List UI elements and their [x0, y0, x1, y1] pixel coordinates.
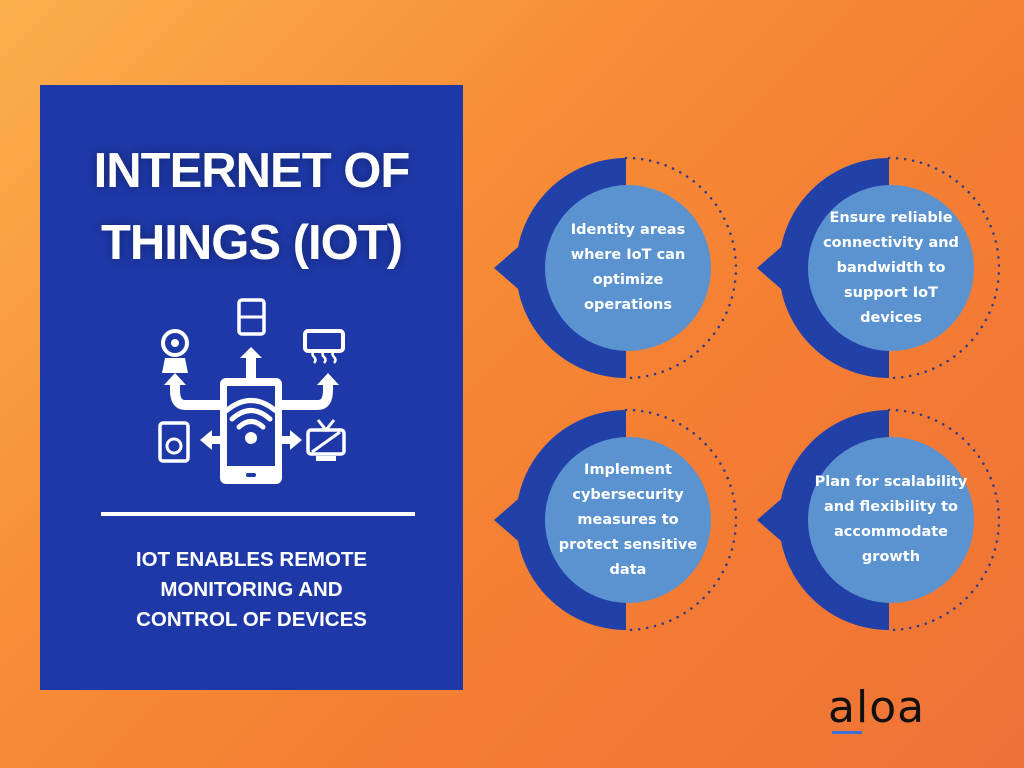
inner-circle: [808, 185, 974, 351]
divider: [101, 512, 415, 516]
subtitle-line: CONTROL OF DEVICES: [136, 608, 367, 631]
step-node-1: Identity areas where IoT can optimize op…: [492, 148, 752, 388]
title-line: THINGS (IOT): [100, 216, 403, 270]
speech-circle-shape: [757, 408, 1001, 632]
page-title: INTERNET OF THINGS (IOT): [40, 135, 463, 279]
subtitle: IOT ENABLES REMOTE MONITORING AND CONTRO…: [40, 545, 463, 635]
title-line: INTERNET OF: [93, 144, 411, 198]
step-text: Ensure reliable connectivity and bandwid…: [823, 209, 959, 326]
step-node-3: Implement cybersecurity measures to prot…: [492, 400, 752, 640]
subtitle-line: IOT ENABLES REMOTE: [135, 548, 368, 571]
inner-circle: [545, 185, 711, 351]
inner-circle: [808, 437, 974, 603]
logo-underline: [832, 731, 862, 734]
info-panel: INTERNET OF THINGS (IOT): [40, 85, 463, 690]
speech-circle-shape: [494, 156, 738, 380]
subtitle-line: MONITORING AND: [160, 578, 343, 601]
step-node-4: Plan for scalability and flexibility to …: [755, 400, 1015, 640]
step-node-2: Ensure reliable connectivity and bandwid…: [755, 148, 1015, 388]
step-text: Implement cybersecurity measures to prot…: [558, 461, 698, 578]
aloa-logo: aloa: [828, 682, 926, 733]
iot-devices-hub-icon: [158, 298, 346, 484]
speech-circle-shape: [757, 156, 1001, 380]
speech-circle-shape: [494, 408, 738, 632]
step-text: Plan for scalability and flexibility to …: [814, 474, 968, 565]
step-text: Identity areas where IoT can optimize op…: [570, 222, 686, 313]
inner-circle: [545, 437, 711, 603]
